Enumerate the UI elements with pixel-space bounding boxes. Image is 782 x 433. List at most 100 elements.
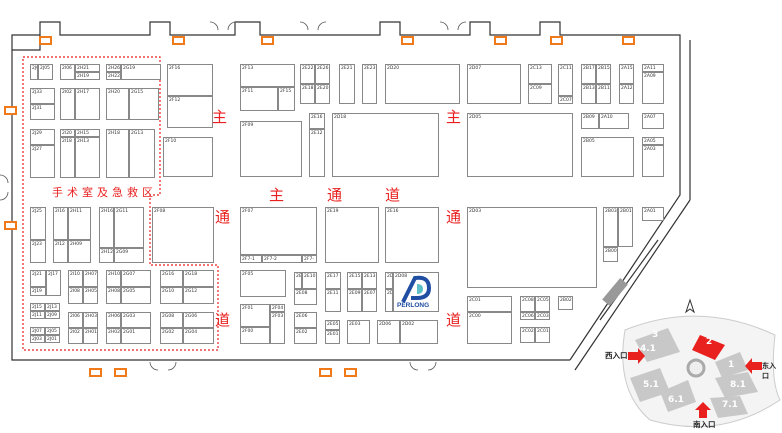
hall-8-1[interactable] — [715, 372, 758, 398]
booth-2e23[interactable]: 2E23 — [362, 64, 377, 104]
booth-2b13[interactable]: 2B13 — [581, 84, 596, 104]
booth-2a01[interactable]: 2A01 — [642, 207, 664, 221]
booth-2g04[interactable]: 2G04 — [183, 328, 214, 344]
booth-2d07[interactable]: 2D07 — [467, 64, 521, 104]
booth-2i18[interactable]: 2I18 — [60, 137, 75, 178]
booth-2e21[interactable]: 2E21 — [339, 64, 355, 104]
booth-2g18[interactable]: 2G18 — [183, 270, 214, 287]
booth-2i02[interactable]: 2I02 — [60, 88, 75, 120]
booth-2g06[interactable]: 2G06 — [183, 312, 214, 328]
booth-2f15[interactable]: 2F15 — [278, 87, 295, 111]
booth-2e09[interactable]: 2E09 — [347, 289, 362, 312]
booth-2f09[interactable]: 2F09 — [240, 121, 302, 177]
booth-2i20[interactable]: 2I20 — [60, 129, 75, 137]
booth-2h01[interactable]: 2H01 — [83, 328, 98, 344]
booth-2h11[interactable]: 2H11 — [68, 207, 91, 240]
booth-2g01[interactable]: 2G01 — [121, 328, 151, 344]
booth-2d20[interactable]: 2D20 — [385, 64, 460, 104]
booth-2e20[interactable]: 2E20 — [315, 84, 330, 104]
booth-2g15[interactable]: 2G15 — [129, 88, 159, 120]
booth-2b03[interactable]: 2B03 — [603, 207, 618, 247]
booth-2h03[interactable]: 2H03 — [83, 312, 98, 328]
booth-2h10[interactable]: 2H10 — [106, 270, 121, 287]
booth-2e02[interactable]: 2E02 — [294, 328, 317, 344]
booth-2i12[interactable]: 2I12 — [53, 240, 68, 263]
booth-2d03[interactable]: 2D03 — [467, 207, 597, 288]
booth-2i06[interactable]: 2I06 — [60, 64, 75, 80]
booth-2b15[interactable]: 2B15 — [596, 64, 611, 84]
booth-2j05[interactable]: 2J05 — [45, 327, 60, 335]
booth-2h06[interactable]: 2H06 — [106, 312, 121, 328]
booth-2a05[interactable]: 2A05 — [642, 137, 664, 145]
booth-2f7-4[interactable]: 2F7-4 — [302, 255, 317, 263]
booth-2e06[interactable]: 2E06 — [294, 272, 302, 289]
booth-2g13[interactable]: 2G13 — [129, 129, 155, 178]
booth-2e05[interactable]: 2E05 — [325, 320, 340, 330]
hall-6-1[interactable] — [660, 380, 696, 412]
booth-2d05[interactable]: 2D05 — [467, 113, 573, 177]
booth-2b05[interactable]: 2B05 — [581, 137, 634, 177]
booth-2h17[interactable]: 2H17 — [75, 88, 100, 120]
booth-2c00[interactable]: 2C00 — [467, 312, 512, 344]
booth-2f11[interactable]: 2F11 — [240, 87, 278, 111]
booth-2j07[interactable]: 2J07 — [30, 327, 45, 335]
booth-2h13[interactable]: 2H13 — [75, 137, 100, 178]
booth-2j19[interactable]: 2J19 — [30, 287, 46, 296]
booth-2e22[interactable]: 2E22 — [300, 64, 315, 84]
booth-2j11[interactable]: 2J11 — [30, 311, 45, 319]
booth-2c03[interactable]: 2C03 — [535, 312, 550, 320]
booth-2a11[interactable]: 2A11 — [642, 64, 664, 72]
booth-2e10[interactable]: 2E10 — [302, 272, 317, 289]
booth-2b11[interactable]: 2B11 — [596, 84, 611, 104]
booth-2h22[interactable]: 2H22 — [106, 72, 121, 80]
booth-2f03[interactable]: 2F03 — [270, 312, 285, 344]
booth-2h09[interactable]: 2H09 — [68, 240, 91, 263]
booth-2c05[interactable]: 2C05 — [535, 296, 550, 312]
booth-2i02[interactable]: 2I02 — [68, 328, 83, 344]
booth-2e19[interactable]: 2E19 — [325, 207, 379, 263]
booth-2g09[interactable]: 2G09 — [114, 248, 144, 263]
booth-2a03[interactable]: 2A03 — [642, 145, 664, 177]
hall-3[interactable] — [635, 328, 680, 362]
booth-2e26[interactable]: 2E26 — [315, 64, 330, 84]
booth-2h18[interactable]: 2H18 — [106, 129, 129, 178]
booth-2g11[interactable]: 2G11 — [114, 207, 144, 248]
hall-5-1[interactable] — [630, 368, 670, 402]
booth-2f7-2[interactable]: 2F7-2 — [262, 255, 302, 263]
booth-2g07[interactable]: 2G07 — [121, 270, 151, 287]
booth-2i10[interactable]: 2I10 — [68, 270, 83, 287]
booth-2b09[interactable]: 2B09 — [581, 113, 599, 129]
booth-2h15[interactable]: 2H15 — [75, 129, 100, 137]
booth-2e17[interactable]: 2E17 — [325, 272, 341, 289]
booth-2b00[interactable]: 2B00 — [603, 247, 618, 262]
booth-2i06[interactable]: 2I06 — [68, 312, 83, 328]
booth-2j13[interactable]: 2J13 — [45, 303, 60, 311]
hall-7-1[interactable] — [710, 396, 748, 418]
booth-2h12[interactable]: 2H12 — [99, 248, 114, 263]
booth-2h02[interactable]: 2H02 — [106, 328, 121, 344]
booth-2e16[interactable]: 2E16 — [309, 113, 325, 129]
booth-2e18[interactable]: 2E18 — [300, 84, 315, 104]
hall-1[interactable] — [715, 352, 748, 378]
booth-2j01[interactable]: 2J01 — [45, 335, 60, 343]
booth-2j31[interactable]: 2J31 — [30, 104, 55, 120]
booth-2g16[interactable]: 2G16 — [160, 270, 183, 287]
booth-2c08[interactable]: 2C08 — [520, 296, 535, 312]
booth-2c02[interactable]: 2C02 — [520, 327, 535, 343]
booth-2f08[interactable]: 2F08 — [152, 207, 214, 263]
booth-2j01[interactable]: 2J01 — [30, 64, 38, 80]
booth-2j09[interactable]: 2J09 — [45, 311, 60, 319]
booth-2f13[interactable]: 2F13 — [240, 64, 295, 87]
booth-2b17[interactable]: 2B17 — [581, 64, 596, 84]
booth-2j27[interactable]: 2J27 — [30, 145, 55, 178]
booth-2f01[interactable]: 2F01 — [240, 304, 270, 327]
booth-2f12[interactable]: 2F12 — [167, 96, 213, 128]
booth-2f04[interactable]: 2F04 — [270, 304, 285, 312]
booth-2j03[interactable]: 2J03 — [30, 335, 45, 343]
booth-2d06[interactable]: 2D06 — [385, 289, 393, 312]
booth-2a15[interactable]: 2A15 — [619, 64, 634, 84]
booth-2h08[interactable]: 2H08 — [106, 287, 121, 304]
booth-2j23[interactable]: 2J23 — [30, 240, 46, 263]
booth-2c13[interactable]: 2C13 — [528, 64, 552, 84]
booth-2h26[interactable]: 2H26 — [106, 64, 121, 72]
